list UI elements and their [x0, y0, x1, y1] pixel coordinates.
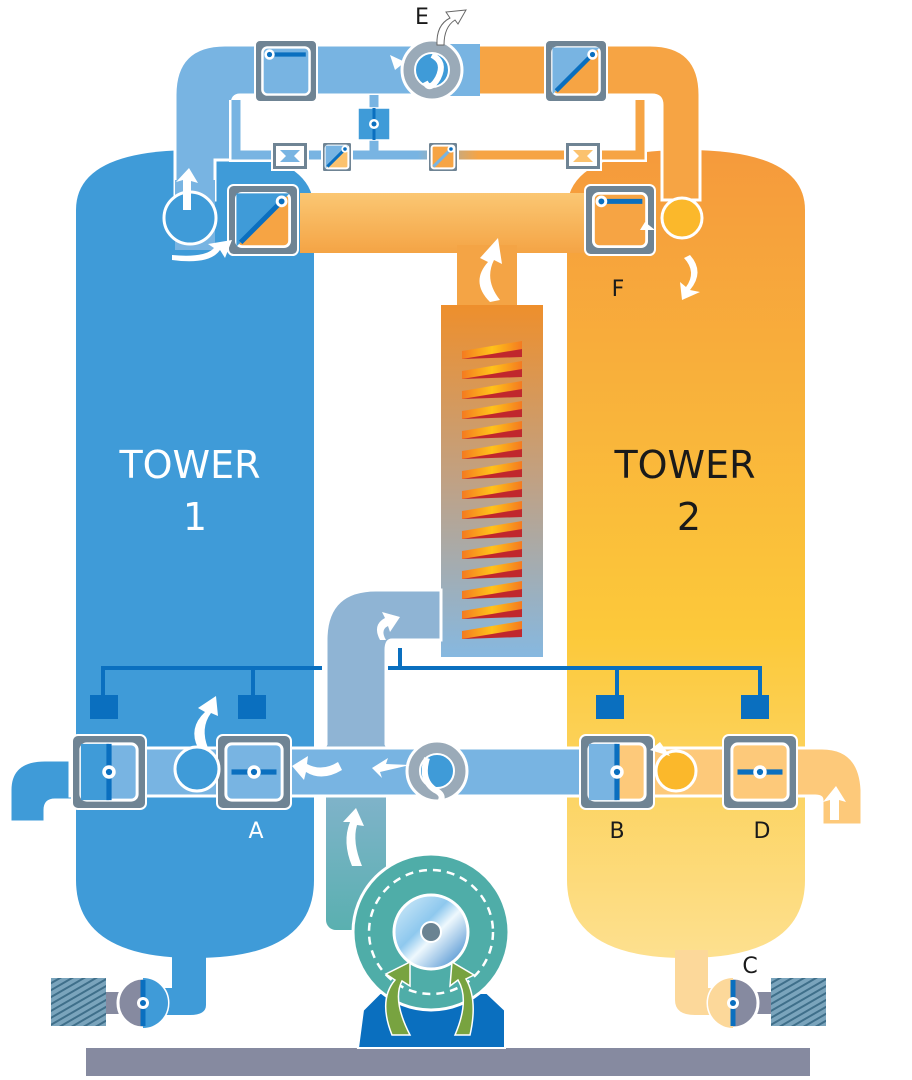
coil-front-segment [462, 521, 522, 539]
tower-1 [76, 150, 314, 1015]
valve-purge-right[interactable] [427, 141, 459, 173]
heater-coil [462, 341, 522, 639]
valve-purge-center[interactable] [357, 107, 391, 141]
valve-top-left[interactable] [254, 39, 318, 103]
coil-front-segment [462, 621, 522, 639]
check-valve-tower1-lower [173, 745, 221, 793]
coil-front-segment [462, 381, 522, 399]
label-b: B [609, 819, 624, 844]
valve-a[interactable] [216, 734, 292, 810]
silencer-left [51, 976, 170, 1030]
check-valve-lower [405, 739, 469, 804]
flow-arrows [172, 55, 846, 866]
label-d: D [754, 819, 771, 844]
valve-top-right[interactable] [544, 39, 608, 103]
valve-b[interactable] [579, 734, 655, 810]
valve-d[interactable] [722, 734, 798, 810]
coil-front-segment [462, 461, 522, 479]
check-valve-tower2-lower [654, 749, 698, 793]
pipe-top-right [458, 43, 702, 202]
coil-front-segment [462, 481, 522, 499]
coil-front-segment [462, 401, 522, 419]
coil-front-segment [462, 441, 522, 459]
silencer-purge-right [564, 141, 602, 171]
valve-tower1-inlet[interactable] [71, 734, 147, 810]
pipe-outlet-right [793, 746, 864, 827]
coil-front-segment [462, 581, 522, 599]
blower [351, 852, 511, 1049]
tower-1-number: 1 [183, 495, 207, 539]
coil-front-segment [462, 601, 522, 619]
coil-front-segment [462, 421, 522, 439]
valve-f[interactable] [584, 184, 656, 256]
intake-arrow-right [449, 960, 476, 1036]
base-platform [86, 1048, 810, 1076]
label-a: A [248, 819, 263, 844]
label-e: E [415, 5, 429, 30]
silencer-purge-left [271, 141, 309, 171]
label-f: F [612, 277, 625, 302]
pipe-heater-inlet [324, 588, 443, 762]
tower-1-title: TOWER [118, 443, 260, 487]
silencer-right [706, 976, 826, 1030]
coil-front-segment [462, 361, 522, 379]
valve-purge-left[interactable] [321, 141, 353, 173]
tower-2-number: 2 [677, 495, 701, 539]
exhaust-arrow-e [436, 9, 467, 46]
pipe-heater-outlet [300, 193, 600, 253]
check-valve-tower2-top [660, 196, 704, 240]
coil-front-segment [462, 561, 522, 579]
label-c: C [742, 954, 757, 979]
actuators [90, 695, 769, 719]
intake-arrow-left [384, 960, 412, 1036]
coil-front-segment [462, 501, 522, 519]
coil-front-segment [462, 341, 522, 359]
tower-2 [567, 150, 805, 1015]
valve-tower1-regen[interactable] [227, 184, 299, 256]
heater [441, 305, 543, 657]
tower-2-title: TOWER [613, 443, 755, 487]
coil-front-segment [462, 541, 522, 559]
check-valve-e [400, 38, 464, 102]
